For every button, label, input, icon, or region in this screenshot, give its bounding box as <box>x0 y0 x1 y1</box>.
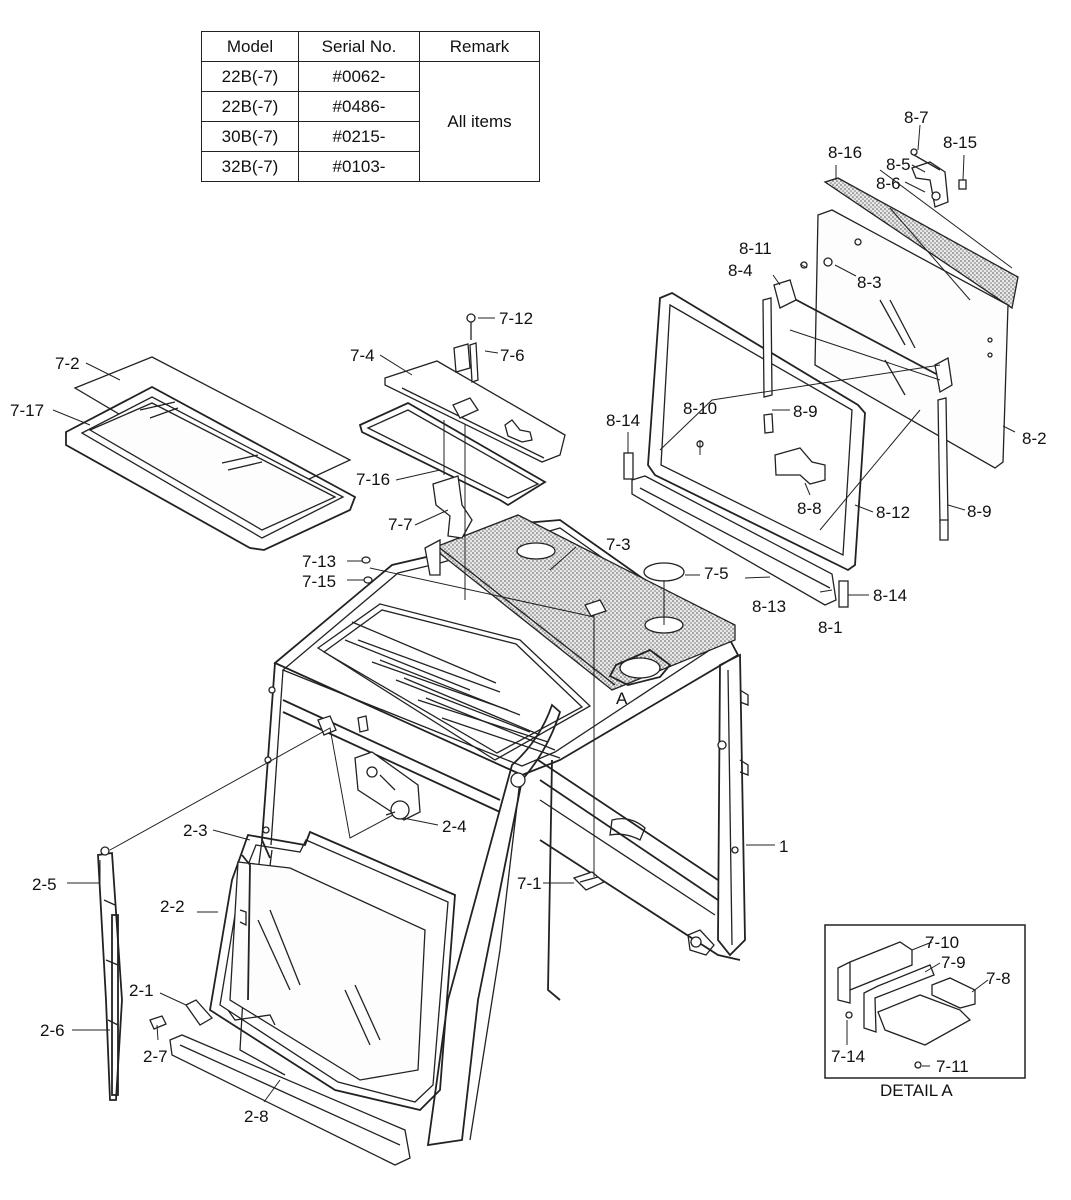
callout-7-2: 7-2 <box>55 354 80 373</box>
callout-7-7: 7-7 <box>388 515 413 534</box>
callout-7-12: 7-12 <box>499 309 533 328</box>
detail-a-caption: DETAIL A <box>880 1081 953 1100</box>
callout-7-10: 7-10 <box>925 933 959 952</box>
callout-8-5: 8-5 <box>886 155 911 174</box>
roof-mesh-7-3 <box>424 514 736 691</box>
wiper-assembly <box>97 846 123 1101</box>
callout-8-2: 8-2 <box>1022 429 1047 448</box>
table-row: 32B(-7) #0103- <box>201 151 540 182</box>
detail-a-inset <box>824 924 1026 1079</box>
callout-7-16: 7-16 <box>356 470 390 489</box>
callout-8-14-left: 8-14 <box>606 411 640 430</box>
callout-7-1: 7-1 <box>517 874 542 893</box>
callout-7-17: 7-17 <box>10 401 44 420</box>
callout-8-13: 8-13 <box>752 597 786 616</box>
serial-cell: #0103- <box>298 151 420 182</box>
sunroof-assembly <box>65 356 357 551</box>
callout-8-9-upper: 8-9 <box>793 402 818 421</box>
header-model: Model <box>201 31 299 62</box>
callout-7-5: 7-5 <box>704 564 729 583</box>
callout-8-16: 8-16 <box>828 143 862 162</box>
callout-8-15: 8-15 <box>943 133 977 152</box>
wiper-motor <box>317 715 421 821</box>
callout-2-2: 2-2 <box>160 897 185 916</box>
callout-7-15: 7-15 <box>302 572 336 591</box>
model-cell: 32B(-7) <box>201 151 299 182</box>
callout-2-5: 2-5 <box>32 875 57 894</box>
callout-7-9: 7-9 <box>941 953 966 972</box>
callout-1: 1 <box>779 837 788 856</box>
callout-8-12: 8-12 <box>876 503 910 522</box>
callout-8-8: 8-8 <box>797 499 822 518</box>
callout-8-11: 8-11 <box>739 239 772 258</box>
callout-7-6: 7-6 <box>500 346 525 365</box>
table-row: 30B(-7) #0215- <box>201 121 540 152</box>
table-row: 22B(-7) #0062- All items <box>201 61 540 182</box>
applicability-table: Model Serial No. Remark 22B(-7) #0062- A… <box>201 31 540 182</box>
callout-labels: 1 2-1 2-2 2-3 2-4 2-5 2-6 2-7 2-8 7-1 7-… <box>10 108 1047 1126</box>
callout-8-1: 8-1 <box>818 618 843 637</box>
model-cell: 22B(-7) <box>201 91 299 122</box>
side-window-assembly <box>623 148 1019 608</box>
table-header-row: Model Serial No. Remark <box>201 31 540 62</box>
callout-8-4: 8-4 <box>728 261 753 280</box>
callout-2-1: 2-1 <box>129 981 154 1000</box>
table-row: 22B(-7) #0486- <box>201 91 540 122</box>
callout-8-3: 8-3 <box>857 273 882 292</box>
callout-2-7: 2-7 <box>143 1047 168 1066</box>
callout-8-10: 8-10 <box>683 399 717 418</box>
callout-7-4: 7-4 <box>350 346 375 365</box>
callout-8-6: 8-6 <box>876 174 901 193</box>
door-assembly <box>209 830 456 1111</box>
serial-cell: #0062- <box>298 61 420 92</box>
leader-lines <box>52 124 1016 1103</box>
header-remark: Remark <box>419 31 540 62</box>
serial-cell: #0215- <box>298 121 420 152</box>
callout-7-3: 7-3 <box>606 535 631 554</box>
small-hardware <box>361 556 685 891</box>
model-cell: 30B(-7) <box>201 121 299 152</box>
callout-7-14: 7-14 <box>831 1047 865 1066</box>
cab-frame <box>239 519 749 1147</box>
callout-2-8: 2-8 <box>244 1107 269 1126</box>
sun-shade-assembly <box>358 313 566 539</box>
callout-8-9-lower: 8-9 <box>967 502 992 521</box>
callout-7-8: 7-8 <box>986 969 1011 988</box>
callout-2-3: 2-3 <box>183 821 208 840</box>
molding-2-8 <box>149 999 411 1166</box>
callout-2-6: 2-6 <box>40 1021 65 1040</box>
callout-8-14-right: 8-14 <box>873 586 907 605</box>
callout-7-11: 7-11 <box>936 1057 969 1076</box>
callout-2-4: 2-4 <box>442 817 467 836</box>
callout-8-7: 8-7 <box>904 108 929 127</box>
remark-cell: All items <box>419 61 540 182</box>
detail-a-reference: A <box>616 689 628 708</box>
header-serial-no: Serial No. <box>298 31 420 62</box>
callout-7-13: 7-13 <box>302 552 336 571</box>
